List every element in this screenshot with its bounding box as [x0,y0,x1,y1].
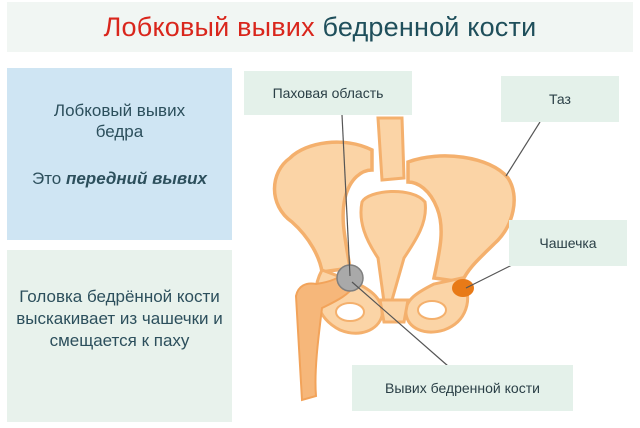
info-line-2: бедра [95,122,144,141]
page-title: Лобковый вывих бедренной кости [7,12,633,43]
info-line-3: Это передний вывих [7,168,232,189]
acetabulum-socket [452,279,474,297]
pubic-symphysis [378,298,410,324]
info-box: Лобковый вывих бедра Это передний вывих [7,68,232,240]
description-box: Головка бедрённой кости выскакивает из ч… [7,250,232,422]
femur-bone [294,270,358,402]
description-text: Головка бедрённой кости выскакивает из ч… [16,287,223,350]
left-iliac-wing [272,140,374,274]
spine-shape [376,116,406,182]
right-obturator [417,300,447,320]
info-prefix: Это [31,169,66,188]
leader-pelvis [505,121,541,177]
title-bar: Лобковый вывих бедренной кости [7,2,633,52]
info-emphasis: передний вывих [65,169,208,188]
right-iliac-wing [406,154,516,284]
title-rest: бедренной кости [322,12,537,42]
title-highlight: Лобковый вывих [103,12,315,42]
label-dislocation: Вывих бедренной кости [352,365,573,411]
label-pelvis: Таз [501,76,619,122]
label-groin: Паховая область [244,71,412,115]
label-socket: Чашечка [509,220,627,266]
leader-groin [341,114,351,277]
info-line-1: Лобковый вывих [53,101,186,120]
left-obturator [335,302,365,322]
leader-dislocation [351,281,449,367]
sacrum-shape [359,189,427,304]
